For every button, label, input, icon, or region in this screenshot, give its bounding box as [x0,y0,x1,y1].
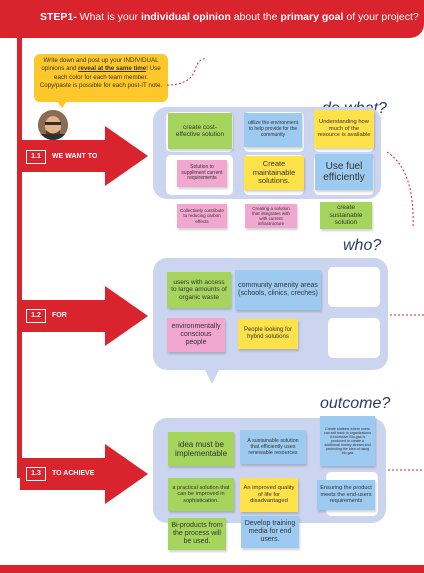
sticky-note[interactable]: A sustainable solution that efficiently … [240,430,306,464]
sticky-note[interactable]: An improved quality of life for disadvan… [240,478,298,512]
sticky-note[interactable]: idea must be implementable [168,432,234,466]
instruction-bubble-tail [56,100,68,108]
sticky-note[interactable]: Use fuel efficiently [315,154,373,190]
note-slot[interactable] [328,267,380,307]
sticky-note[interactable]: Create maintainable solutions. [244,156,304,190]
step-header: STEP1- What is your individual opinion a… [0,0,424,38]
dotted-connector [390,300,424,330]
sticky-note[interactable]: Ensuring the product meets the end-users… [317,480,375,510]
sticky-note[interactable]: Creating a solution that integrates with… [245,204,297,228]
sticky-note[interactable]: Understanding how much of the resource i… [314,110,374,148]
sticky-note[interactable]: create cost-effective solution [168,113,232,149]
sticky-note[interactable]: Develop training media for end users. [241,516,299,548]
dotted-connector [388,455,424,485]
bottom-bar [0,565,424,573]
instruction-bubble: Write down and post up your INDIVIDUAL o… [34,54,168,102]
header-step: STEP1- [40,11,77,23]
dotted-connector [385,150,424,230]
sticky-note[interactable]: community amenity areas (schools, clinic… [235,270,321,310]
badge-1-2: 1.2 [26,309,46,323]
note-slot[interactable] [328,318,380,358]
sticky-note[interactable]: users with access to large amounts of or… [167,272,231,308]
sticky-note[interactable]: Create stations where users can sell bac… [320,416,375,466]
title-outcome: outcome? [320,395,390,413]
panel-who-tail [204,368,220,384]
title-who: who? [343,237,381,255]
badge-1-1: 1.1 [26,150,46,164]
header-question: STEP1- What is your individual opinion a… [40,11,419,23]
sticky-note[interactable]: People looking for hybrid solutions [238,319,298,349]
flow-trunk [17,38,22,478]
sticky-note[interactable]: create sustainable solution [320,202,372,229]
sticky-note[interactable]: Collectively contribute to reducing carb… [177,204,227,228]
sticky-note[interactable]: a practical solution that can be improve… [168,478,234,511]
label-for: FOR [52,312,67,319]
sticky-note[interactable]: utilize the environment to help provide … [244,113,302,147]
badge-1-3: 1.3 [26,467,46,481]
label-we-want-to: WE WANT TO [52,153,97,160]
label-to-achieve: TO ACHIEVE [52,470,94,477]
sticky-note[interactable]: Solution to suppliment current requireme… [177,160,227,187]
dotted-connector [165,55,210,90]
sticky-note[interactable]: environmentally conscious people [167,318,225,352]
sticky-note[interactable]: Bi-products from the process will be use… [168,518,226,550]
